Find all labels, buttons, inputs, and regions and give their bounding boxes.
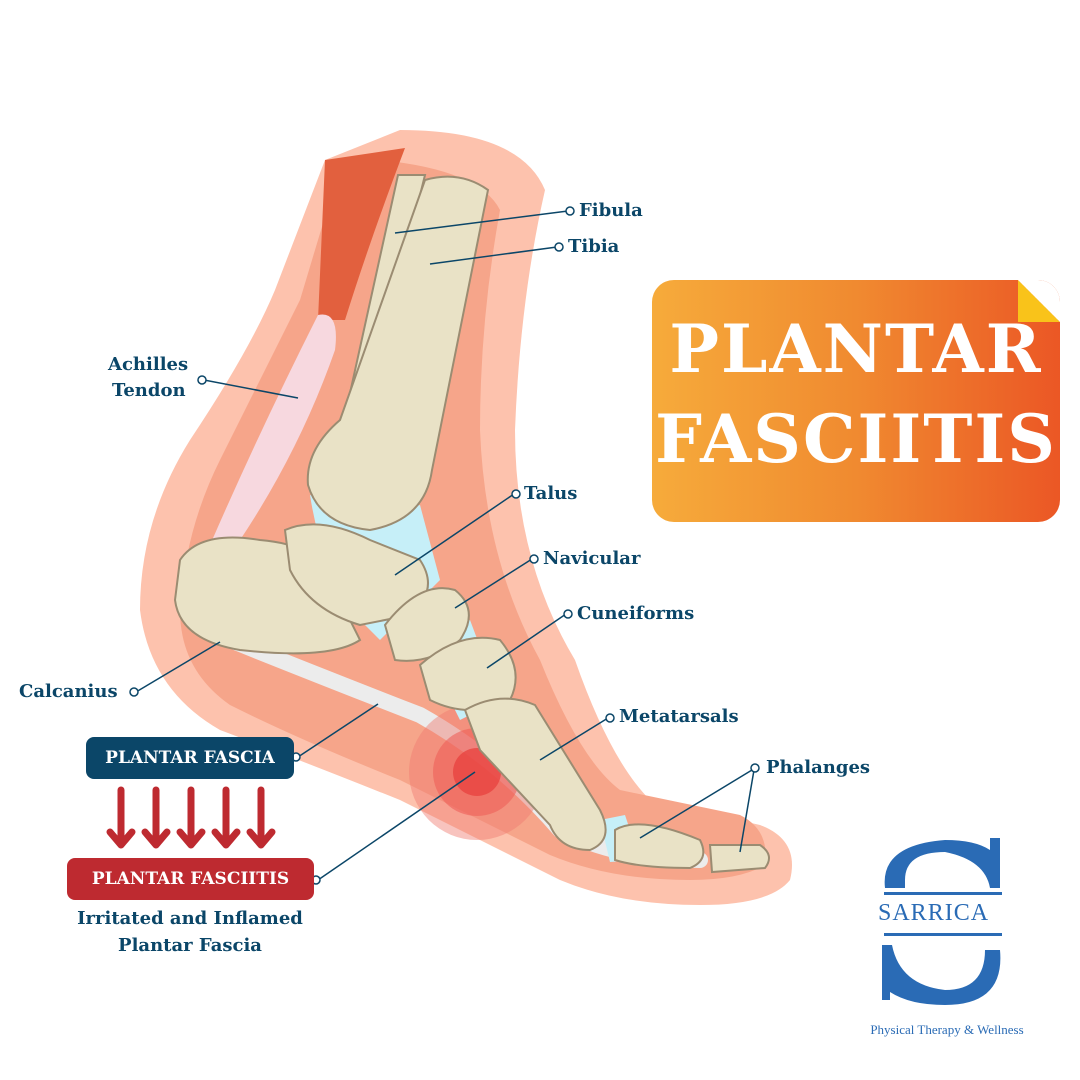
cuneiform-bone xyxy=(418,636,517,711)
folded-corner-cut xyxy=(1018,280,1060,322)
logo-brand-name: SARRICA xyxy=(878,898,990,928)
metatarsal-bone xyxy=(463,697,607,852)
down-arrow-icon xyxy=(106,786,136,849)
label-metatarsals: Metatarsals xyxy=(619,706,739,727)
calf-muscle xyxy=(318,148,405,320)
plantar-fascia-box: PLANTAR FASCIA xyxy=(86,737,294,779)
arrows xyxy=(106,786,276,849)
label-talus: Talus xyxy=(524,483,578,504)
down-arrow-icon xyxy=(141,786,171,849)
title-line-1: PLANTAR xyxy=(669,310,1043,388)
sarrica-logo-mark xyxy=(882,838,1002,1005)
label-cuneiforms: Cuneiforms xyxy=(577,603,695,624)
down-arrow-icon xyxy=(211,786,241,849)
title-line-2: FASCIITIS xyxy=(655,400,1057,478)
down-arrow-icon xyxy=(176,786,206,849)
phalanx-bone xyxy=(708,844,770,874)
title-banner: PLANTAR FASCIITIS xyxy=(652,280,1060,522)
down-arrow-icon xyxy=(246,786,276,849)
achilles-tendon xyxy=(210,314,336,545)
label-calcanius: Calcanius xyxy=(19,681,118,702)
phalanx-bone xyxy=(614,823,705,870)
description-line-1: Irritated and Inflamed xyxy=(77,908,303,929)
navicular-bone xyxy=(383,587,470,662)
label-tibia: Tibia xyxy=(568,236,620,257)
tibia-bone xyxy=(306,175,490,532)
label-achilles-2: Tendon xyxy=(112,380,186,401)
description-line-2: Plantar Fascia xyxy=(118,935,262,956)
plantar-fasciitis-box: PLANTAR FASCIITIS xyxy=(67,858,314,900)
label-phalanges: Phalanges xyxy=(766,757,871,778)
label-achilles-1: Achilles xyxy=(108,354,189,375)
label-navicular: Navicular xyxy=(543,548,641,569)
logo-tagline: Physical Therapy & Wellness xyxy=(870,1022,1024,1037)
label-fibula: Fibula xyxy=(579,200,643,221)
